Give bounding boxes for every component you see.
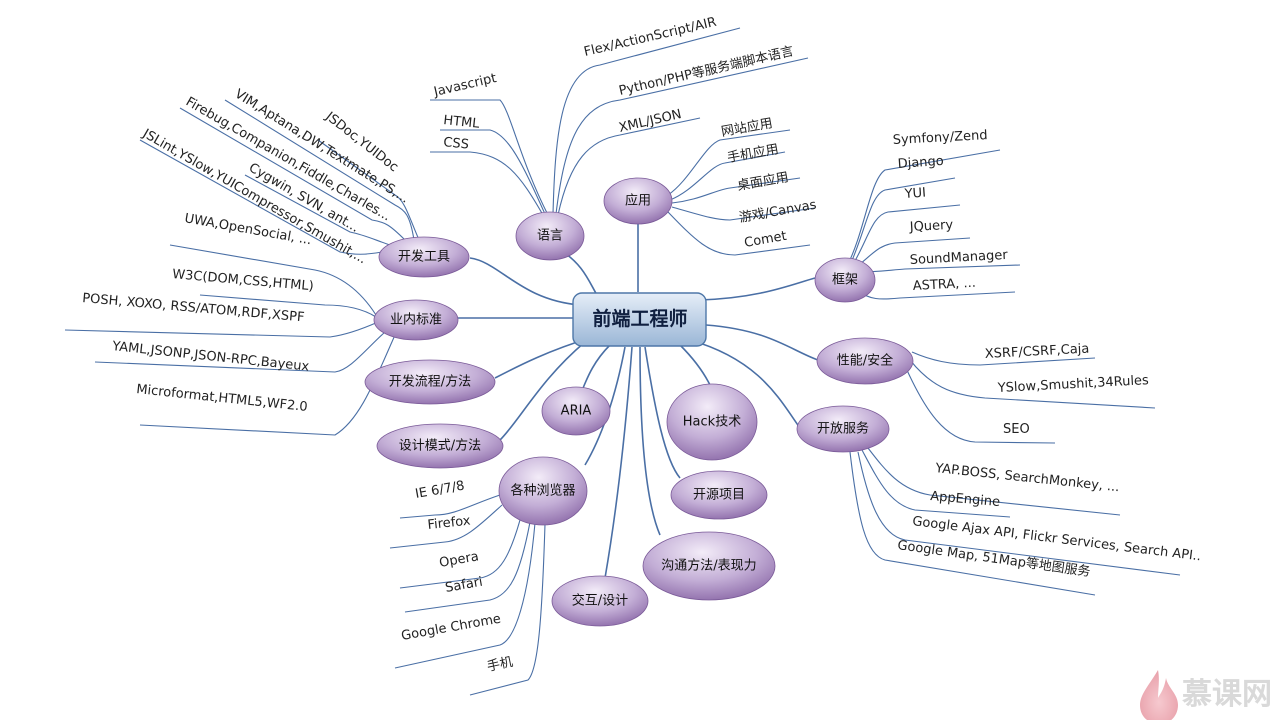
leaf-seo: SEO xyxy=(1003,422,1030,437)
leaf-ie: IE 6/7/8 xyxy=(414,479,466,502)
leaf-desktop-app: 桌面应用 xyxy=(736,169,790,194)
leaf-comet: Comet xyxy=(743,229,788,251)
node-yingyong[interactable]: 应用 xyxy=(603,177,673,225)
node-aria[interactable]: ARIA xyxy=(541,386,611,436)
node-yuyan-label: 语言 xyxy=(537,229,563,244)
leaf-symfony-zend: Symfony/Zend xyxy=(892,128,988,148)
leaf-appengine: AppEngine xyxy=(930,489,1001,510)
node-liulanqi[interactable]: 各种浏览器 xyxy=(498,456,588,526)
leaf-firefox: Firefox xyxy=(427,514,472,533)
leaf-yslow: YSlow,Smushit,34Rules xyxy=(996,373,1149,396)
center-node-label: 前端工程师 xyxy=(592,307,687,330)
leaf-html: HTML xyxy=(443,113,481,132)
leaf-game-canvas: 游戏/Canvas xyxy=(738,198,818,226)
leaf-yap-boss: YAP.BOSS, SearchMonkey, ... xyxy=(934,461,1121,495)
leaf-xml-json: XML/JSON xyxy=(618,107,684,136)
node-kaifang-label: 开放服务 xyxy=(817,421,869,437)
leaf-astra: ASTRA, ... xyxy=(912,276,976,294)
node-hack-label: Hack技术 xyxy=(683,415,741,430)
watermark-text: 慕课网 xyxy=(1182,677,1272,712)
center-node[interactable]: 前端工程师 xyxy=(572,292,707,347)
node-sheji-label: 设计模式/方法 xyxy=(399,438,481,454)
leaf-soundmanager: SoundManager xyxy=(909,248,1008,268)
leaf-google-chrome: Google Chrome xyxy=(400,612,502,644)
branch-nodes: 语言 应用 框架 性能/安全 开放服务 开发工具 业内标准 开发流程/方法 xyxy=(364,177,914,627)
leaf-python-php: Python/PHP等服务端脚本语言 xyxy=(617,43,795,99)
node-kaiyuan[interactable]: 开源项目 xyxy=(670,470,768,520)
leaf-css: CSS xyxy=(443,135,470,153)
leaf-mobile: 手机 xyxy=(486,655,515,675)
flame-icon xyxy=(1140,670,1178,720)
node-kuangjia-label: 框架 xyxy=(832,273,858,288)
leaf-yaml: YAML,JSONP,JSON-RPC,Bayeux xyxy=(111,339,311,375)
leaf-microformat: Microformat,HTML5,WF2.0 xyxy=(136,382,309,415)
node-yenei[interactable]: 业内标准 xyxy=(373,299,459,341)
leaf-javascript: Javascript xyxy=(432,71,498,100)
node-yenei-label: 业内标准 xyxy=(390,312,442,328)
watermark: 慕课网 xyxy=(1140,670,1272,720)
node-liucheng-label: 开发流程/方法 xyxy=(389,374,471,390)
node-kaifang[interactable]: 开放服务 xyxy=(796,405,890,453)
node-yuyan[interactable]: 语言 xyxy=(515,211,585,261)
node-kaifagongju-label: 开发工具 xyxy=(398,249,450,265)
leaf-flex: Flex/ActionScript/AIR xyxy=(583,15,718,60)
node-kaiyuan-label: 开源项目 xyxy=(693,488,745,503)
node-kaifagongju[interactable]: 开发工具 xyxy=(378,236,470,278)
leaf-posh: POSH, XOXO, RSS/ATOM,RDF,XSPF xyxy=(82,291,305,325)
node-aria-label: ARIA xyxy=(561,404,592,419)
node-hack[interactable]: Hack技术 xyxy=(666,383,758,461)
leaf-w3c: W3C(DOM,CSS,HTML) xyxy=(172,267,315,294)
leaf-xsrf: XSRF/CSRF,Caja xyxy=(984,342,1089,362)
node-goutong-label: 沟通方法/表现力 xyxy=(661,558,756,574)
node-xingneng-label: 性能/安全 xyxy=(837,353,893,369)
node-goutong[interactable]: 沟通方法/表现力 xyxy=(642,531,776,601)
node-liucheng[interactable]: 开发流程/方法 xyxy=(364,359,496,405)
leaf-safari: Safari xyxy=(444,575,484,596)
node-jiaohu[interactable]: 交互/设计 xyxy=(551,575,649,627)
leaf-opera: Opera xyxy=(438,549,480,571)
node-yingyong-label: 应用 xyxy=(625,193,651,209)
node-xingneng[interactable]: 性能/安全 xyxy=(816,337,914,385)
leaf-jquery: JQuery xyxy=(908,218,953,235)
leaf-django: Django xyxy=(897,154,944,172)
leaf-mobile-app: 手机应用 xyxy=(726,141,780,166)
node-sheji[interactable]: 设计模式/方法 xyxy=(376,423,504,469)
node-jiaohu-label: 交互/设计 xyxy=(572,593,628,609)
node-kuangjia[interactable]: 框架 xyxy=(814,257,876,303)
node-liulanqi-label: 各种浏览器 xyxy=(510,483,575,499)
leaf-firebug: Firebug,Companion,Fiddle,Charles... xyxy=(183,94,393,224)
leaf-yui: YUI xyxy=(903,186,926,203)
connectors xyxy=(64,27,1181,696)
